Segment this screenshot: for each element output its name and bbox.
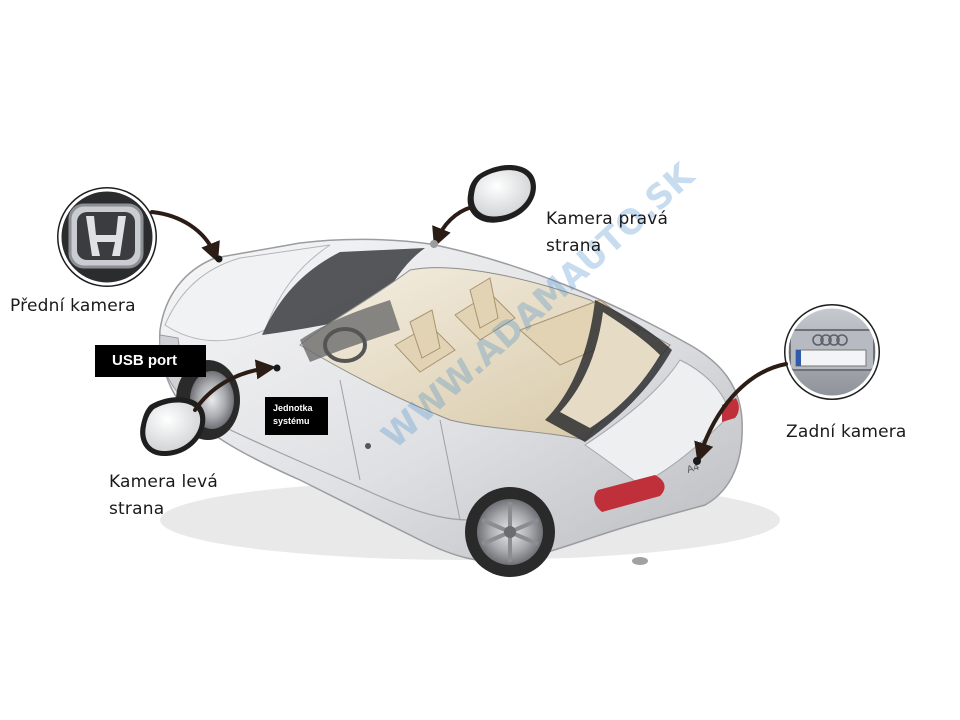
left-camera-label-line2: strana — [109, 499, 165, 519]
left-camera-label: Kamera levá strana — [109, 469, 218, 523]
rear-camera-label: Zadní kamera — [786, 419, 907, 446]
right-camera-label-line2: strana — [546, 236, 602, 256]
door-seam-rear — [439, 419, 461, 521]
system-unit-dot — [365, 443, 371, 449]
car-hood — [164, 244, 331, 342]
system-unit-label: Jednotka systému — [265, 397, 328, 435]
car-illustration: A4 — [159, 238, 780, 577]
system-unit-label-line1: Jednotka — [273, 403, 313, 413]
rear-camera-inset — [784, 304, 880, 400]
rear-camera-label-text: Zadní kamera — [786, 422, 907, 442]
windshield — [262, 248, 425, 335]
rear-camera-dot — [693, 457, 701, 465]
exhaust — [632, 557, 648, 565]
left-camera-pointer — [193, 359, 276, 412]
steering-wheel — [323, 327, 367, 363]
left-camera-label-line1: Kamera levá — [109, 472, 218, 492]
left-camera-dot — [273, 364, 281, 372]
system-unit-label-line2: systému — [273, 416, 310, 426]
left-camera-inset — [140, 397, 206, 457]
front-camera-label: Přední kamera — [10, 293, 136, 320]
front-camera-dot — [215, 255, 223, 263]
right-camera-dot — [430, 240, 438, 248]
rear-camera-pointer — [694, 362, 788, 463]
door-line — [209, 419, 471, 521]
side-mirror-icon — [467, 164, 536, 223]
usb-port-label: USB port — [95, 345, 206, 377]
taillight-left — [594, 475, 665, 512]
right-camera-label: Kamera pravá strana — [546, 206, 668, 260]
honda-logo-icon — [68, 203, 144, 269]
front-camera-pointer — [150, 210, 220, 263]
door-seam — [339, 379, 361, 481]
pointer-arrows — [150, 205, 788, 463]
wheel-rear — [465, 487, 555, 577]
front-camera-inset — [57, 187, 157, 287]
side-mirror-icon — [140, 397, 206, 457]
front-camera-label-text: Přední kamera — [10, 296, 136, 316]
rear-shelf — [560, 312, 660, 428]
license-plate-icon — [789, 329, 875, 371]
right-camera-inset — [467, 164, 536, 223]
right-camera-pointer — [432, 205, 474, 248]
car-badge: A4 — [686, 461, 701, 475]
right-camera-label-line1: Kamera pravá — [546, 209, 669, 229]
